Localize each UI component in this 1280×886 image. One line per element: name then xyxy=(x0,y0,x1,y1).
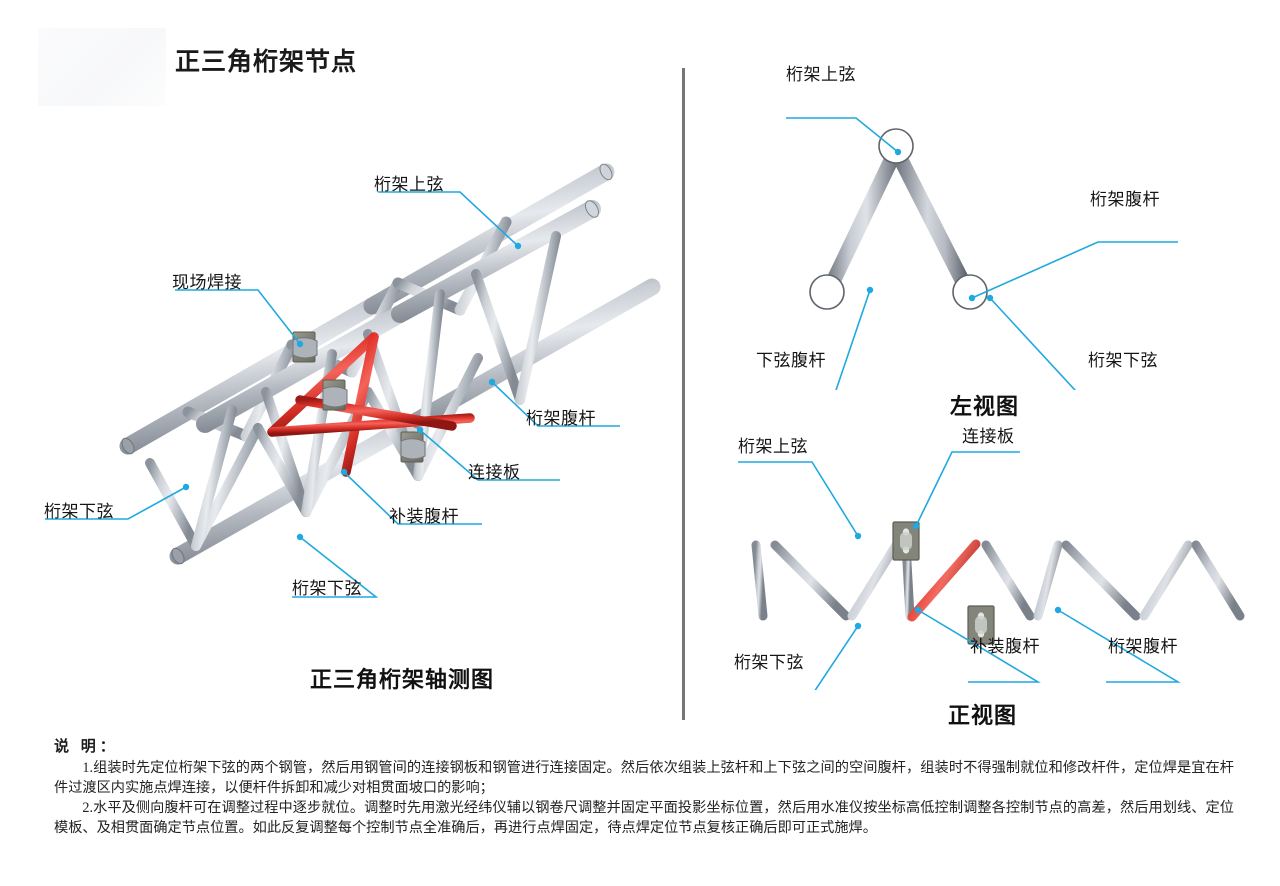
iso-view-caption: 正三角桁架轴测图 xyxy=(310,667,495,692)
iso-label-lower-chord-left: 桁架下弦 xyxy=(44,502,114,521)
front-view-label-web-member: 桁架腹杆 xyxy=(1108,637,1178,656)
isometric-truss-drawing xyxy=(45,163,661,598)
left-view-triangle-drawing xyxy=(786,117,1178,390)
front-view-gusset-plates xyxy=(892,521,995,645)
watermark-block xyxy=(38,28,166,106)
gusset-plate xyxy=(892,521,920,561)
front-view-label-gusset-plate: 连接板 xyxy=(962,427,1015,446)
front-view: 桁架上弦 连接板 桁架下弦 补装腹杆 桁架腹杆 xyxy=(700,420,1270,690)
isometric-view: 桁架上弦 现场焊接 桁架腹杆 连接板 补装腹杆 桁架下弦 桁架下弦 正三角桁架轴… xyxy=(0,0,682,720)
note-item-1: 1.组装时先定位桁架下弦的两个钢管，然后用钢管间的连接钢板和钢管进行连接固定。然… xyxy=(54,760,1234,796)
left-view-label-lower-chord: 桁架下弦 xyxy=(1088,351,1158,370)
left-view: 桁架上弦 桁架腹杆 下弦腹杆 桁架下弦 xyxy=(700,30,1260,390)
iso-label-web-member: 桁架腹杆 xyxy=(526,409,596,428)
gusset-plate xyxy=(292,331,318,363)
front-view-leader-lines xyxy=(738,451,1181,690)
iso-label-retrofit-web: 补装腹杆 xyxy=(389,507,459,526)
left-view-label-web-member: 桁架腹杆 xyxy=(1090,190,1160,209)
front-view-label-lower-chord: 桁架下弦 xyxy=(734,653,804,672)
front-view-caption: 正视图 xyxy=(948,703,1018,728)
iso-leader-lines xyxy=(45,191,620,598)
front-view-label-upper-chord: 桁架上弦 xyxy=(738,437,808,456)
gusset-plate xyxy=(322,379,348,411)
left-view-leader-lines xyxy=(786,117,1178,390)
iso-label-lower-chord-bottom: 桁架下弦 xyxy=(292,579,362,598)
note-item-2: 2.水平及侧向腹杆可在调整过程中逐步就位。调整时先用激光经纬仪辅以钢卷尺调整并固… xyxy=(54,800,1234,836)
iso-label-field-weld: 现场焊接 xyxy=(172,273,242,292)
notes-heading: 说 明： xyxy=(54,739,119,755)
vertical-divider xyxy=(682,68,685,720)
page-title: 正三角桁架节点 xyxy=(175,49,358,76)
front-view-web-members xyxy=(751,540,1245,621)
left-view-caption: 左视图 xyxy=(950,394,1020,419)
iso-label-gusset-plate: 连接板 xyxy=(468,463,521,482)
left-view-right-diagonal xyxy=(888,142,974,296)
left-view-left-diagonal xyxy=(822,142,904,296)
left-view-nodes xyxy=(809,128,988,310)
notes-block: 说 明： 1.组装时先定位桁架下弦的两个钢管，然后用钢管间的连接钢板和钢管进行连… xyxy=(54,735,1234,838)
front-view-label-retrofit-web: 补装腹杆 xyxy=(970,637,1040,656)
gusset-plate xyxy=(400,431,426,463)
front-view-truss-drawing xyxy=(700,451,1270,690)
left-view-label-upper-chord: 桁架上弦 xyxy=(786,65,856,84)
left-view-members xyxy=(822,142,974,296)
iso-label-upper-chord: 桁架上弦 xyxy=(374,175,444,194)
left-view-label-lower-web-member: 下弦腹杆 xyxy=(756,351,826,370)
front-view-retrofit-member xyxy=(907,539,981,622)
gusset-plate xyxy=(967,605,995,645)
